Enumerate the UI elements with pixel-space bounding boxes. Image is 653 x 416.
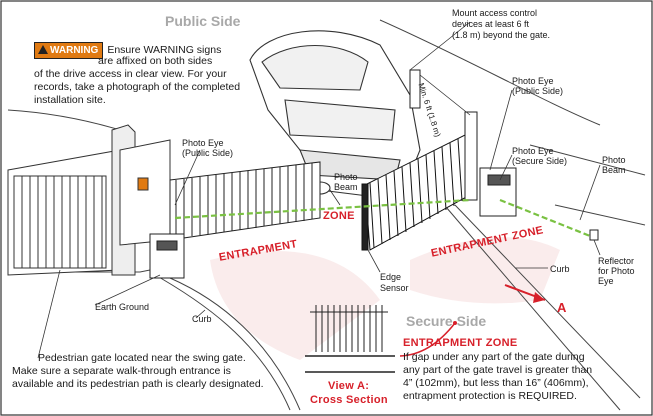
car: [249, 30, 421, 201]
zone-label: ZONE: [323, 210, 355, 222]
marker-a: A: [557, 300, 567, 315]
zone-pointer: [399, 322, 456, 357]
warning-text-line2: are affixed on both sides: [98, 55, 213, 67]
mount-note-line1: Mount access control: [452, 8, 538, 18]
entrapment-shade-right: [410, 237, 560, 304]
earth-ground-label: Earth Ground: [95, 302, 150, 312]
mount-note-line3: (1.8 m) beyond the gate.: [452, 30, 551, 40]
warning-triangle-icon: [38, 45, 48, 54]
photo-eye-public-left-2: (Public Side): [182, 148, 234, 158]
photo-beam-secure: [499, 198, 596, 240]
photo-eye-public-right-2: (Public Side): [512, 86, 564, 96]
photo-beam-center-1: Photo: [334, 172, 358, 182]
pedestrian-gate: [13, 175, 107, 269]
edge-sensor-1: Edge: [380, 272, 402, 282]
photo-eye-secure-1: Photo Eye: [512, 146, 554, 156]
warning-badge: WARNING: [34, 42, 104, 59]
public-side-heading: Public Side: [165, 13, 241, 29]
edge-sensor-2: Sensor: [380, 283, 409, 293]
center-pillar: [119, 139, 171, 246]
warning-text-line3: of the drive access in clear view. For y…: [34, 68, 227, 80]
left-swing-gate: [169, 161, 321, 241]
photo-beam-right-2: Beam: [602, 165, 626, 175]
warning-text-line4: records, take a photograph of the comple…: [34, 81, 241, 93]
right-swing-gate: [361, 134, 471, 251]
cross-section-grate: [305, 305, 395, 373]
entrapment-shade-left: [210, 251, 380, 360]
photo-eye-public-left-1: Photo Eye: [182, 138, 224, 148]
curb-label-left: Curb: [192, 314, 212, 324]
gap-line1: If gap under any part of the gate during: [403, 351, 585, 363]
gap-line2: any part of the gate travel is greater t…: [403, 364, 593, 376]
gap-line3: 4” (102mm), but less than 16” (406mm),: [403, 377, 589, 389]
min-distance-line: [419, 74, 471, 116]
photo-beam-center-2: Beam: [334, 182, 358, 192]
view-a-subtitle: Cross Section: [310, 394, 388, 406]
mount-note-line2: devices at least 6 ft: [452, 19, 530, 29]
reflector-label-2: for Photo: [598, 266, 635, 276]
reflector-label-3: Eye: [598, 276, 614, 286]
reflector: [589, 229, 599, 241]
gap-line4: entrapment protection is REQUIRED.: [403, 390, 577, 402]
entrapment-zone-title: ENTRAPMENT ZONE: [403, 337, 518, 349]
photo-beam-right-1: Photo: [602, 155, 626, 165]
reflector-label-1: Reflector: [598, 256, 635, 266]
photo-eye-public-right-1: Photo Eye: [512, 76, 554, 86]
leader-lines: [37, 21, 601, 359]
left-operator: [149, 233, 185, 279]
photo-eye-secure-2: (Secure Side): [512, 156, 568, 166]
photo-beam-public: [174, 198, 471, 220]
warning-text-line1: Ensure WARNING signs: [107, 44, 222, 56]
view-a-title: View A:: [328, 380, 370, 392]
warning-text-line5: installation site.: [34, 94, 106, 106]
right-operator: [409, 69, 517, 217]
ped-line1: Pedestrian gate located near the swing g…: [38, 352, 246, 364]
curb-label-right: Curb: [550, 264, 570, 274]
ped-line2: Make sure a separate walk-through entran…: [12, 365, 231, 377]
view-a-arrowhead: [533, 292, 545, 303]
secure-side-heading: Secure Side: [406, 313, 487, 329]
ped-line3: available and its pedestrian path is cle…: [12, 378, 264, 390]
